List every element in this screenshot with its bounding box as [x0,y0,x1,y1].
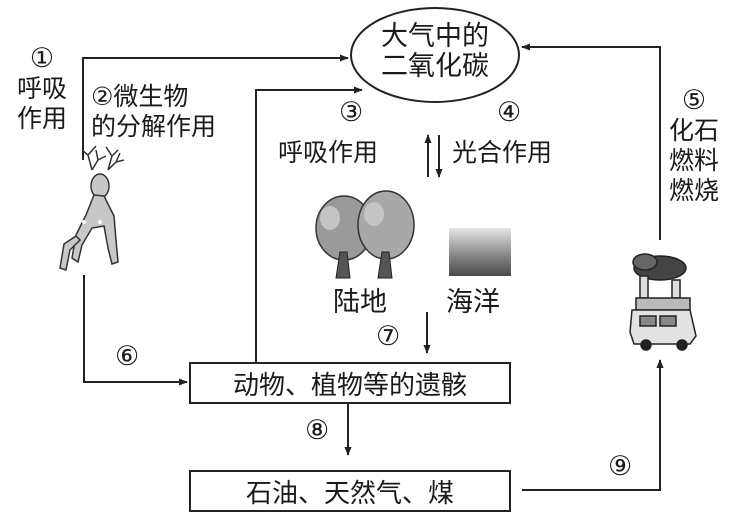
ocean-swatch [449,228,511,276]
step5-line1: 化石 [668,116,719,145]
deer-icon [59,145,125,271]
step9-number: ⑨ [608,451,633,482]
arrow-6-deer-to-remains [83,275,188,386]
step2-label: ②微生物 的分解作用 [91,82,216,142]
step5-line3: 燃烧 [668,176,719,205]
step4-text: 光合作用 [452,138,553,167]
co2-label: 大气中的 二氧化碳 [374,22,496,82]
step4-number: ④ [497,97,522,128]
step1-line1: 呼吸 [16,74,67,103]
step1-number: ① [29,43,55,74]
co2-line1: 大气中的 [381,21,489,52]
co2-line2: 二氧化碳 [381,51,489,82]
step5-label: ⑤ 化石 燃料 燃烧 [664,86,724,206]
co2-ellipse [350,7,520,103]
step2-line1: ②微生物 [91,82,189,111]
step5-number: ⑤ [681,85,707,116]
arrow-5-fossil-burning [521,43,661,240]
land-trees-icon [315,190,415,279]
step6-number: ⑥ [115,341,140,372]
step8-number: ⑧ [305,415,330,446]
step7-number: ⑦ [376,321,401,352]
step3-number: ③ [339,97,364,128]
arrow-9-fossil-to-factory [522,359,664,491]
ocean-label: 海洋 [446,287,500,318]
arrow-1-respiration [82,54,349,160]
step1-line2: 作用 [16,104,67,133]
step3-text: 呼吸作用 [278,138,379,167]
land-label: 陆地 [333,287,387,318]
arrow-2-decomposition [255,86,363,362]
step5-line2: 燃料 [668,146,719,175]
step2-line2: 的分解作用 [91,112,217,141]
step1-label: ① 呼吸 作用 [12,44,72,134]
fossil-fuels-box: 石油、天然气、煤 [189,470,511,512]
factory-car-icon [629,253,697,351]
remains-box: 动物、植物等的遗骸 [189,362,511,404]
